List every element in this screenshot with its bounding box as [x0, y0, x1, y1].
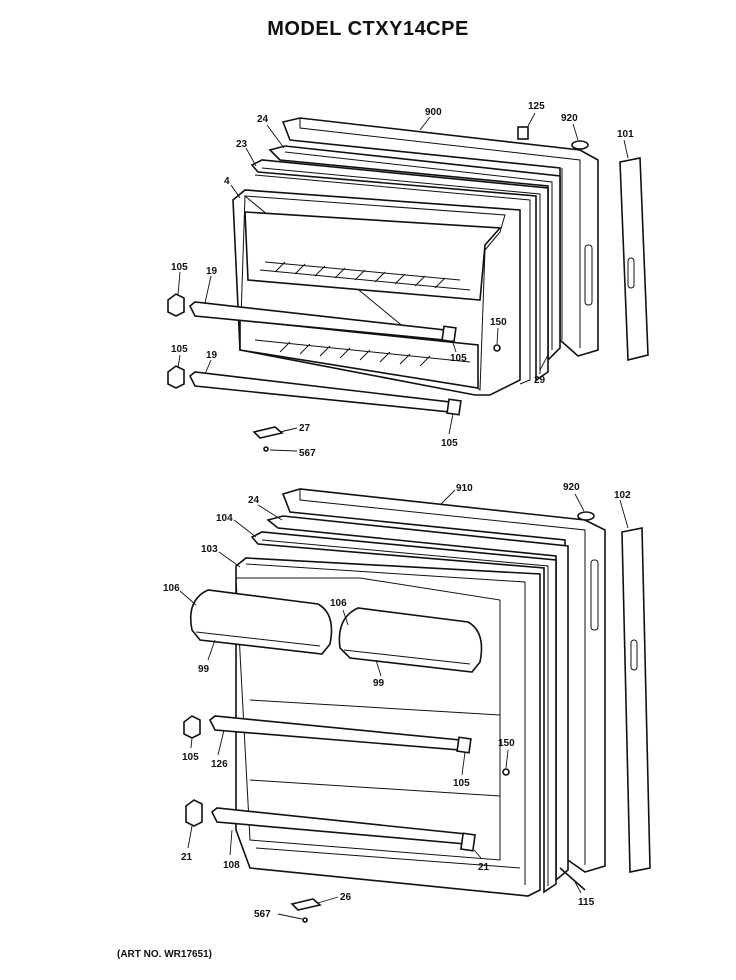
- label-105-d: 105: [441, 438, 458, 449]
- label-4: 4: [224, 176, 230, 187]
- label-106-b: 106: [330, 598, 347, 609]
- label-101: 101: [617, 129, 634, 140]
- handle-101: [619, 157, 649, 362]
- label-21-b: 21: [478, 862, 490, 873]
- bracket-26: [290, 898, 322, 911]
- diagram-title: MODEL CTXY14CPE: [267, 18, 469, 40]
- label-567: 567: [254, 909, 271, 920]
- label-24: 24: [257, 114, 269, 125]
- shelf-bar-19-upper: [188, 301, 457, 343]
- clip-21-left: [185, 799, 203, 827]
- art-number: (ART NO. WR17651): [117, 949, 213, 960]
- label-105-a: 105: [182, 752, 199, 763]
- handle-102: [621, 527, 651, 873]
- shelf-bar-19-lower: [188, 371, 462, 416]
- label-150: 150: [490, 317, 507, 328]
- label-29: 29: [534, 375, 546, 386]
- dairy-bin-106-left: [189, 589, 333, 655]
- cap-920: [571, 140, 589, 150]
- label-105-a: 105: [171, 262, 188, 273]
- label-26: 26: [340, 892, 352, 903]
- dairy-bin-106-right: [338, 607, 483, 673]
- label-105-b: 105: [453, 778, 470, 789]
- label-910: 910: [456, 483, 473, 494]
- fresh-food-door-assembly: 910 920 102 24 104 103 106 106 99 99 105…: [163, 482, 651, 923]
- liner-frame-104: [250, 531, 557, 894]
- door-liner-4: [232, 189, 521, 396]
- shelf-bar-108: [210, 807, 476, 852]
- label-567: 567: [299, 448, 316, 459]
- label-920: 920: [563, 482, 580, 493]
- label-150: 150: [498, 738, 515, 749]
- label-99-a: 99: [198, 664, 210, 675]
- label-21-a: 21: [181, 852, 193, 863]
- screw-150: [493, 344, 501, 352]
- label-126: 126: [211, 759, 228, 770]
- screw-567-bottom: [302, 917, 308, 923]
- outer-door-panel-910: [281, 488, 606, 873]
- bottom-labels: 910 920 102 24 104 103 106 106 99 99 105…: [163, 482, 631, 920]
- label-19-a: 19: [206, 266, 218, 277]
- screw-150-bottom: [502, 768, 510, 776]
- freezer-door-assembly: 900 125 920 101 24 23 4 105 19 150 105 1…: [167, 101, 649, 459]
- label-108: 108: [223, 860, 240, 871]
- label-102: 102: [614, 490, 631, 501]
- label-104: 104: [216, 513, 233, 524]
- label-103: 103: [201, 544, 218, 555]
- label-106-a: 106: [163, 583, 180, 594]
- bracket-27: [252, 426, 284, 439]
- label-105-b: 105: [450, 353, 467, 364]
- clip-105-bottom: [183, 715, 201, 739]
- label-99-b: 99: [373, 678, 385, 689]
- label-19-b: 19: [206, 350, 218, 361]
- label-125: 125: [528, 101, 545, 112]
- label-27: 27: [299, 423, 311, 434]
- gasket-24: [268, 145, 561, 362]
- outer-door-panel-900: [281, 117, 599, 357]
- top-labels: 900 125 920 101 24 23 4 105 19 150 105 1…: [171, 101, 634, 459]
- gasket-24-bottom: [266, 515, 569, 882]
- tab-125: [517, 126, 529, 140]
- label-900: 900: [425, 107, 442, 118]
- clip-105-b: [167, 365, 185, 389]
- screw-567: [263, 446, 269, 452]
- label-105-c: 105: [171, 344, 188, 355]
- cap-920-bottom: [577, 511, 595, 521]
- clip-105-a: [167, 293, 185, 317]
- label-23: 23: [236, 139, 248, 150]
- label-24: 24: [248, 495, 260, 506]
- liner-frame-23: [250, 159, 549, 385]
- label-920: 920: [561, 113, 578, 124]
- shelf-bar-126: [208, 715, 472, 754]
- label-115: 115: [578, 897, 595, 908]
- strip-115: [559, 867, 586, 891]
